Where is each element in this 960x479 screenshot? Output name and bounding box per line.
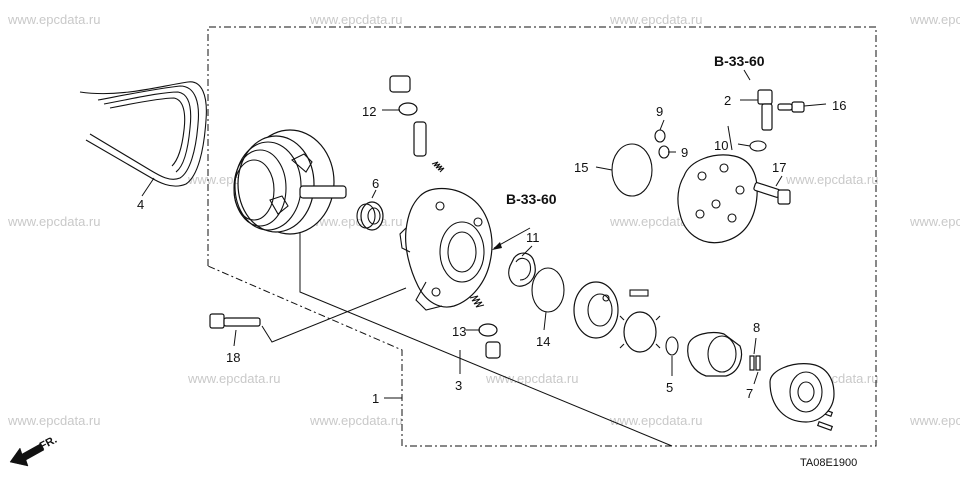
reference-labels: B-33-60 B-33-60 [506, 53, 765, 207]
oil-seal [356, 201, 384, 231]
callout-12: 12 [362, 104, 376, 119]
rotor [619, 289, 661, 353]
watermark: www.epcdata.ru [7, 12, 101, 27]
callout-2: 2 [724, 93, 731, 108]
assembly-boundary [207, 26, 877, 447]
callout-17: 17 [772, 160, 786, 175]
leader-lines [141, 69, 827, 447]
watermark: www.epcdata.ru [609, 12, 703, 27]
front-direction-indicator: FR. [9, 434, 59, 467]
cam-ring [573, 281, 619, 339]
pump-pulley [233, 129, 347, 235]
watermark: www.epcdata.ru [309, 413, 403, 428]
diagram-code: TA08E1900 [800, 457, 857, 469]
watermark: www.epcdata.ru [909, 12, 960, 27]
watermark: www.epcdata.ru [785, 172, 879, 187]
callout-9-upper: 9 [656, 104, 663, 119]
watermark: www.epcdata.ru [7, 413, 101, 428]
callout-8: 8 [753, 320, 760, 335]
pump-body [399, 187, 493, 311]
callout-9-lower: 9 [681, 145, 688, 160]
callout-10: 10 [714, 138, 728, 153]
callout-13: 13 [452, 324, 466, 339]
snap-ring [665, 336, 679, 356]
outlet-joint [749, 89, 805, 152]
callouts: 4 6 12 13 11 14 15 9 9 10 2 16 17 8 7 5 … [137, 93, 846, 406]
callout-7: 7 [746, 386, 753, 401]
large-o-ring [611, 143, 653, 197]
callout-14: 14 [536, 334, 550, 349]
watermark: www.epcdata.ru [909, 214, 960, 229]
callout-11: 11 [526, 230, 540, 245]
callout-6: 6 [372, 176, 379, 191]
watermark: www.epcdata.ru [7, 214, 101, 229]
sleeve [687, 331, 743, 377]
reference-middle: B-33-60 [506, 191, 557, 207]
watermark: www.epcdata.ru [309, 12, 403, 27]
reference-upper: B-33-60 [714, 53, 765, 69]
small-o-rings [654, 129, 670, 159]
flow-control-fitting [389, 75, 445, 173]
watermark: www.epcdata.ru [909, 413, 960, 428]
lower-fitting [469, 295, 501, 359]
callout-5: 5 [666, 380, 673, 395]
mounting-bolt [209, 313, 261, 329]
drive-belt [79, 81, 207, 187]
callout-4: 4 [137, 197, 144, 212]
watermark: www.epcdata.ru [609, 413, 703, 428]
callout-3: 3 [455, 378, 462, 393]
watermark: www.epcdata.ru [187, 371, 281, 386]
watermark: www.epcdata.ru [485, 371, 579, 386]
callout-18: 18 [226, 350, 240, 365]
pump-cover [677, 154, 758, 244]
rear-cover [769, 363, 835, 423]
front-arrow-icon [9, 443, 45, 467]
callout-1: 1 [372, 391, 379, 406]
front-direction-label: FR. [38, 434, 59, 453]
callout-16: 16 [832, 98, 846, 113]
watermark: www.epcdata.ru [609, 214, 703, 229]
o-ring [531, 267, 565, 313]
gasket [508, 252, 536, 287]
watermark-layer: www.epcdata.ru www.epcdata.ru www.epcdat… [7, 12, 960, 428]
callout-15: 15 [574, 160, 588, 175]
cover-bolt [753, 182, 791, 205]
